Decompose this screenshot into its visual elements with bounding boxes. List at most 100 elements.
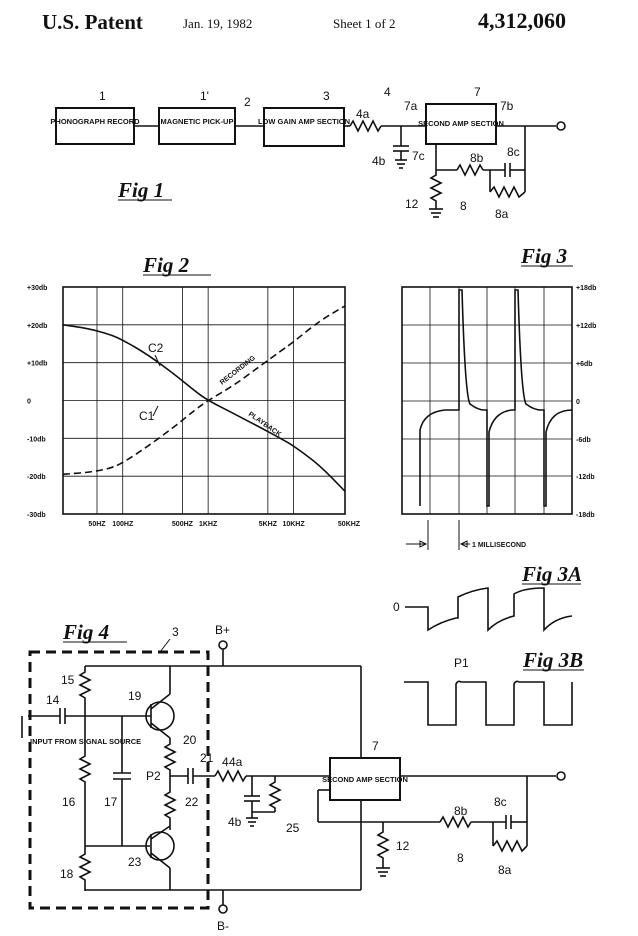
svg-text:-12db: -12db	[576, 474, 595, 481]
svg-text:P2: P2	[146, 769, 161, 783]
fig2-x-tick-label: 100HZ	[112, 521, 134, 528]
fig2-x-tick-label: 500HZ	[172, 521, 194, 528]
output-terminal-fig1	[556, 121, 566, 131]
svg-text:15: 15	[61, 673, 75, 687]
svg-text:8c: 8c	[507, 145, 520, 159]
second-amp-block-fig1	[425, 103, 497, 145]
fig2-y-tick-label: +30db	[27, 285, 47, 292]
pulse-label-p1: P1	[454, 656, 469, 670]
svg-text:25: 25	[286, 821, 300, 835]
svg-text:22: 22	[185, 795, 199, 809]
resistor-12-fig1	[429, 170, 443, 209]
fig2-x-tick-label: 50KHZ	[338, 521, 361, 528]
patent-date: Jan. 19, 1982	[183, 16, 253, 31]
svg-text:1': 1'	[200, 89, 209, 103]
phonograph-record-block	[55, 107, 135, 145]
svg-text:7b: 7b	[500, 99, 514, 113]
svg-text:19: 19	[128, 689, 142, 703]
curve-label-c2: C2	[148, 341, 164, 355]
b-minus-label: B-	[217, 919, 229, 933]
svg-text:12: 12	[396, 839, 410, 853]
resistor-4a	[349, 119, 382, 133]
svg-text:18: 18	[60, 867, 74, 881]
svg-text:23: 23	[128, 855, 142, 869]
resistor-18	[78, 846, 92, 891]
fig4-reference-numerals: 4 4a 4b 7 8 8a 8b 8c 12 14 15 16 17 18 1…	[46, 673, 512, 881]
svg-text:17: 17	[104, 795, 118, 809]
playback-curve	[62, 324, 346, 492]
svg-text:1: 1	[99, 89, 106, 103]
resistor-15	[78, 666, 92, 716]
patent-label: U.S. Patent	[42, 10, 143, 34]
resistor-8b	[456, 163, 484, 177]
output-terminal-fig4	[556, 771, 566, 781]
svg-text:+6db: +6db	[576, 361, 593, 368]
svg-text:4: 4	[222, 755, 229, 769]
phonograph-label: PHONOGRAPH RECORD	[50, 117, 140, 126]
resistor-8a	[489, 185, 526, 199]
second-amp-block-fig4	[329, 757, 401, 801]
svg-text:4b: 4b	[372, 154, 386, 168]
svg-text:7: 7	[372, 739, 379, 753]
fig2-y-tick-label: +20db	[27, 323, 47, 330]
svg-text:-18db: -18db	[576, 512, 595, 519]
svg-text:2: 2	[244, 95, 251, 109]
fig3a-zero: 0	[393, 600, 400, 614]
resistor-8a-fig4	[492, 839, 528, 853]
svg-text:7: 7	[474, 85, 481, 99]
resistor-20	[163, 738, 177, 786]
resistor-22	[163, 786, 177, 830]
svg-text:8: 8	[457, 851, 464, 865]
second-amp-label-fig1: SECOND AMP SECTION	[418, 119, 504, 128]
fig2-grid	[63, 287, 345, 514]
fig3b-title: Fig 3B	[522, 648, 583, 672]
svg-text:7c: 7c	[412, 149, 425, 163]
second-amp-label-fig4: SECOND AMP SECTION	[322, 775, 408, 784]
fig3a-trace	[405, 587, 573, 633]
one-millisecond-label: 1 MILLISECOND	[472, 542, 526, 549]
svg-text:+18db: +18db	[576, 285, 596, 292]
resistor-25	[268, 776, 282, 812]
fig3b-waveform: Fig 3B P1	[404, 648, 584, 726]
svg-text:8: 8	[460, 199, 467, 213]
fig2-y-tick-label: -30db	[27, 512, 46, 519]
low-gain-amp-block	[263, 107, 345, 147]
fig2-x-tick-label: 10KHZ	[282, 521, 305, 528]
svg-text:4: 4	[384, 85, 391, 99]
b-minus-terminal	[218, 904, 228, 914]
svg-text:16: 16	[62, 795, 76, 809]
svg-text:14: 14	[46, 693, 60, 707]
svg-text:8a: 8a	[498, 863, 512, 877]
svg-text:8b: 8b	[454, 804, 468, 818]
fig3a-title: Fig 3A	[521, 562, 582, 586]
svg-text:12: 12	[405, 197, 419, 211]
resistor-4a-fig4	[214, 769, 247, 783]
svg-text:8b: 8b	[470, 151, 484, 165]
svg-text:4a: 4a	[356, 107, 370, 121]
magnetic-pickup-block	[158, 107, 236, 145]
b-plus-label: B+	[215, 623, 230, 637]
svg-text:8c: 8c	[494, 795, 507, 809]
fig4-title: Fig 4	[62, 620, 109, 644]
pickup-label: MAGNETIC PICK-UP	[161, 117, 234, 126]
svg-text:3: 3	[172, 625, 179, 639]
fig3-ticks: +18db +12db +6db 0 -6db -12db -18db	[576, 285, 596, 519]
fig4-schematic: Fig 4 3 B+ B- INPUT FROM SIGNAL SOURCE	[21, 620, 566, 933]
fig2-y-tick-label: +10db	[27, 361, 47, 368]
low-gain-amp-dashed-boundary	[28, 650, 210, 910]
fig2-y-tick-label: -20db	[27, 474, 46, 481]
svg-text:7a: 7a	[404, 99, 418, 113]
fig3-trace	[419, 289, 573, 507]
fig2-y-tick-label: 0	[27, 399, 31, 406]
resistor-12-fig4	[376, 822, 390, 868]
resistor-16	[78, 716, 92, 846]
patent-number: 4,312,060	[478, 8, 566, 33]
svg-text:4a: 4a	[229, 755, 243, 769]
resistor-8b-fig4	[439, 815, 472, 829]
svg-text:21: 21	[200, 751, 214, 765]
fig1-title: Fig 1	[117, 178, 164, 202]
fig1-block-diagram: PHONOGRAPH RECORD MAGNETIC PICK-UP LOW G…	[50, 85, 566, 221]
